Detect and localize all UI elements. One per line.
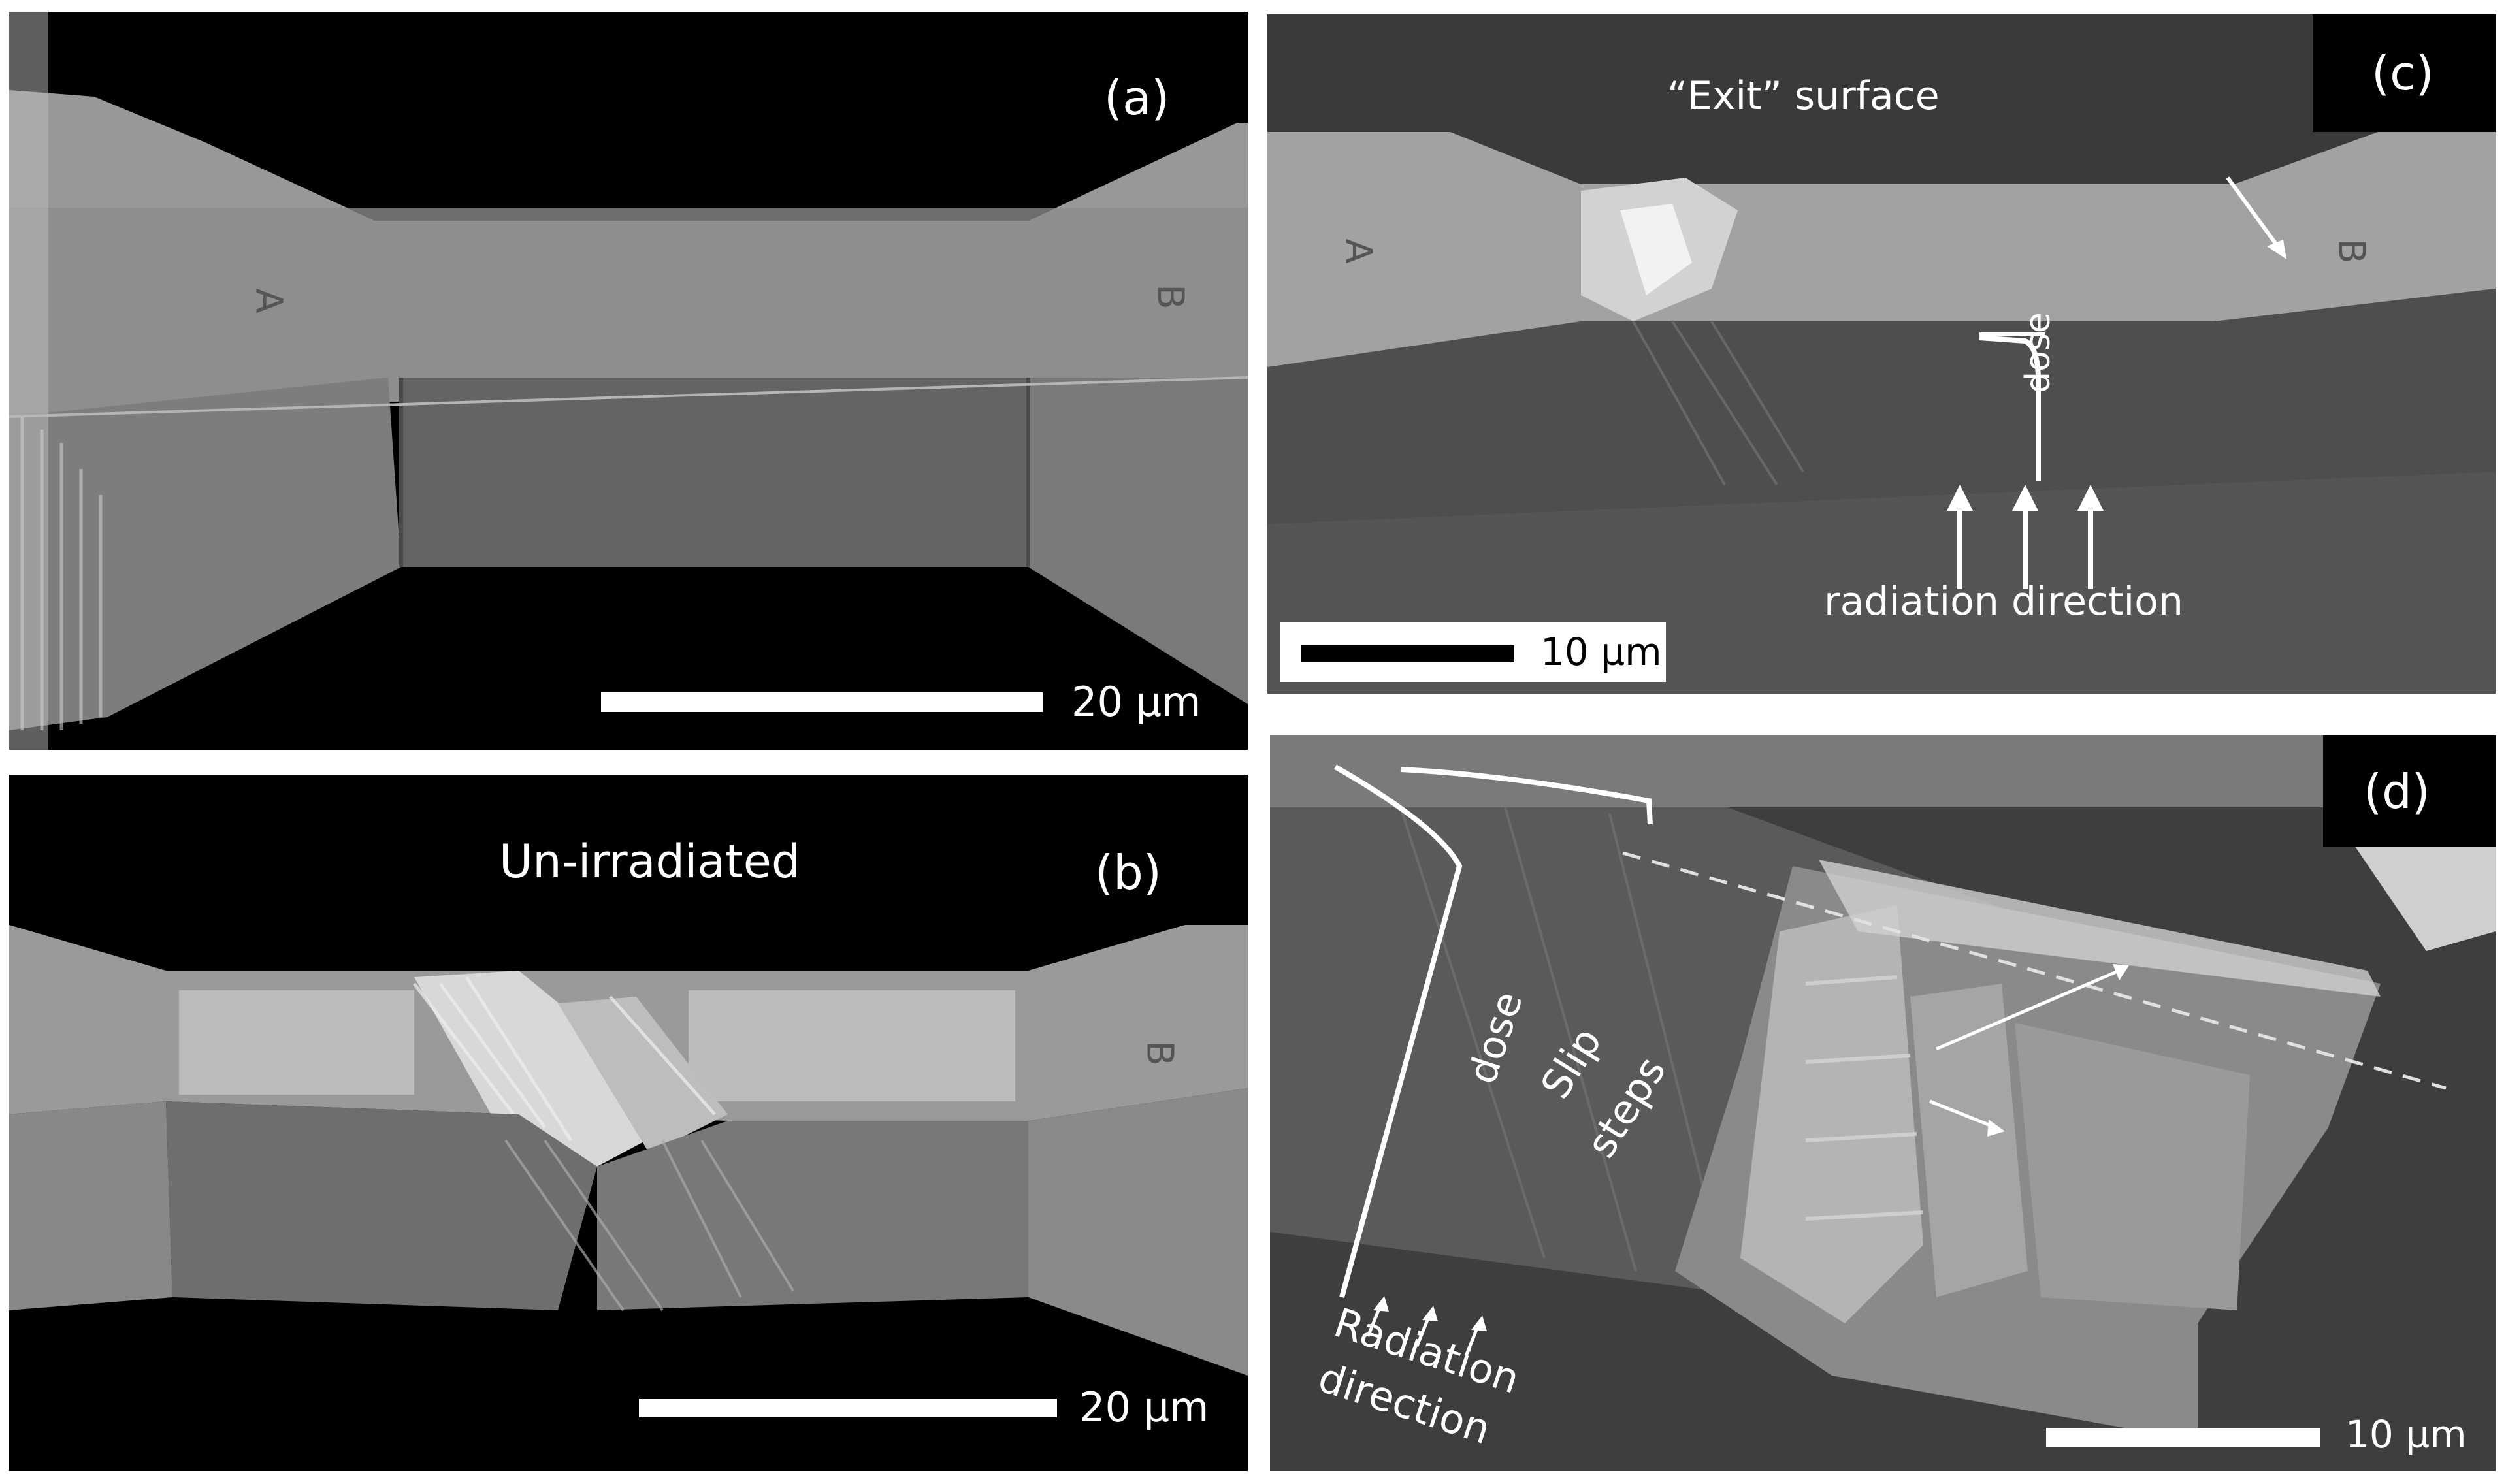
marker-b-right: B [1138, 1040, 1181, 1066]
scale-bar-d [2046, 1428, 2320, 1447]
panel-c-letter: (c) [2371, 46, 2434, 101]
panel-b-letter: (b) [1095, 845, 1162, 900]
dose-label-c: dose [2019, 312, 2058, 393]
specimen-c-image [1267, 14, 2496, 694]
dose-curve-c [1979, 335, 2041, 481]
scale-label-a: 20 µm [1071, 678, 1201, 726]
scale-bar-b [639, 1399, 1057, 1417]
scale-label-c: 10 µm [1540, 630, 1662, 674]
marker-c-right: B [2330, 238, 2373, 264]
panel-a-letter: (a) [1104, 71, 1170, 125]
specimen-d-image [1270, 735, 2496, 1471]
dose-curve-d [1334, 764, 1653, 1298]
panel-d-letter: (d) [2364, 764, 2430, 819]
marker-c-left: A [1337, 238, 1380, 264]
marker-a-left: A [247, 288, 290, 314]
marker-a-right: B [1148, 284, 1192, 310]
panel-a: (a) A B 20 µm [9, 12, 1248, 750]
exit-surface-label: “Exit” surface [1667, 73, 1940, 119]
panel-c: (c) “Exit” surface dose radiation direct… [1267, 14, 2496, 694]
specimen-a-image [9, 12, 1248, 750]
specimen-b-image [9, 775, 1248, 1471]
panel-b: Un-irradiated (b) B 20 µm [9, 775, 1248, 1471]
radiation-direction-label: radiation direction [1824, 579, 2183, 624]
panel-d: (d) dose Slip steps Radiation direction … [1270, 735, 2496, 1471]
panel-b-caption: Un-irradiated [499, 835, 801, 888]
scale-label-b: 20 µm [1079, 1383, 1209, 1431]
scale-bar-a [601, 692, 1043, 712]
scale-label-d: 10 µm [2345, 1412, 2467, 1457]
scale-bar-c [1301, 645, 1514, 662]
